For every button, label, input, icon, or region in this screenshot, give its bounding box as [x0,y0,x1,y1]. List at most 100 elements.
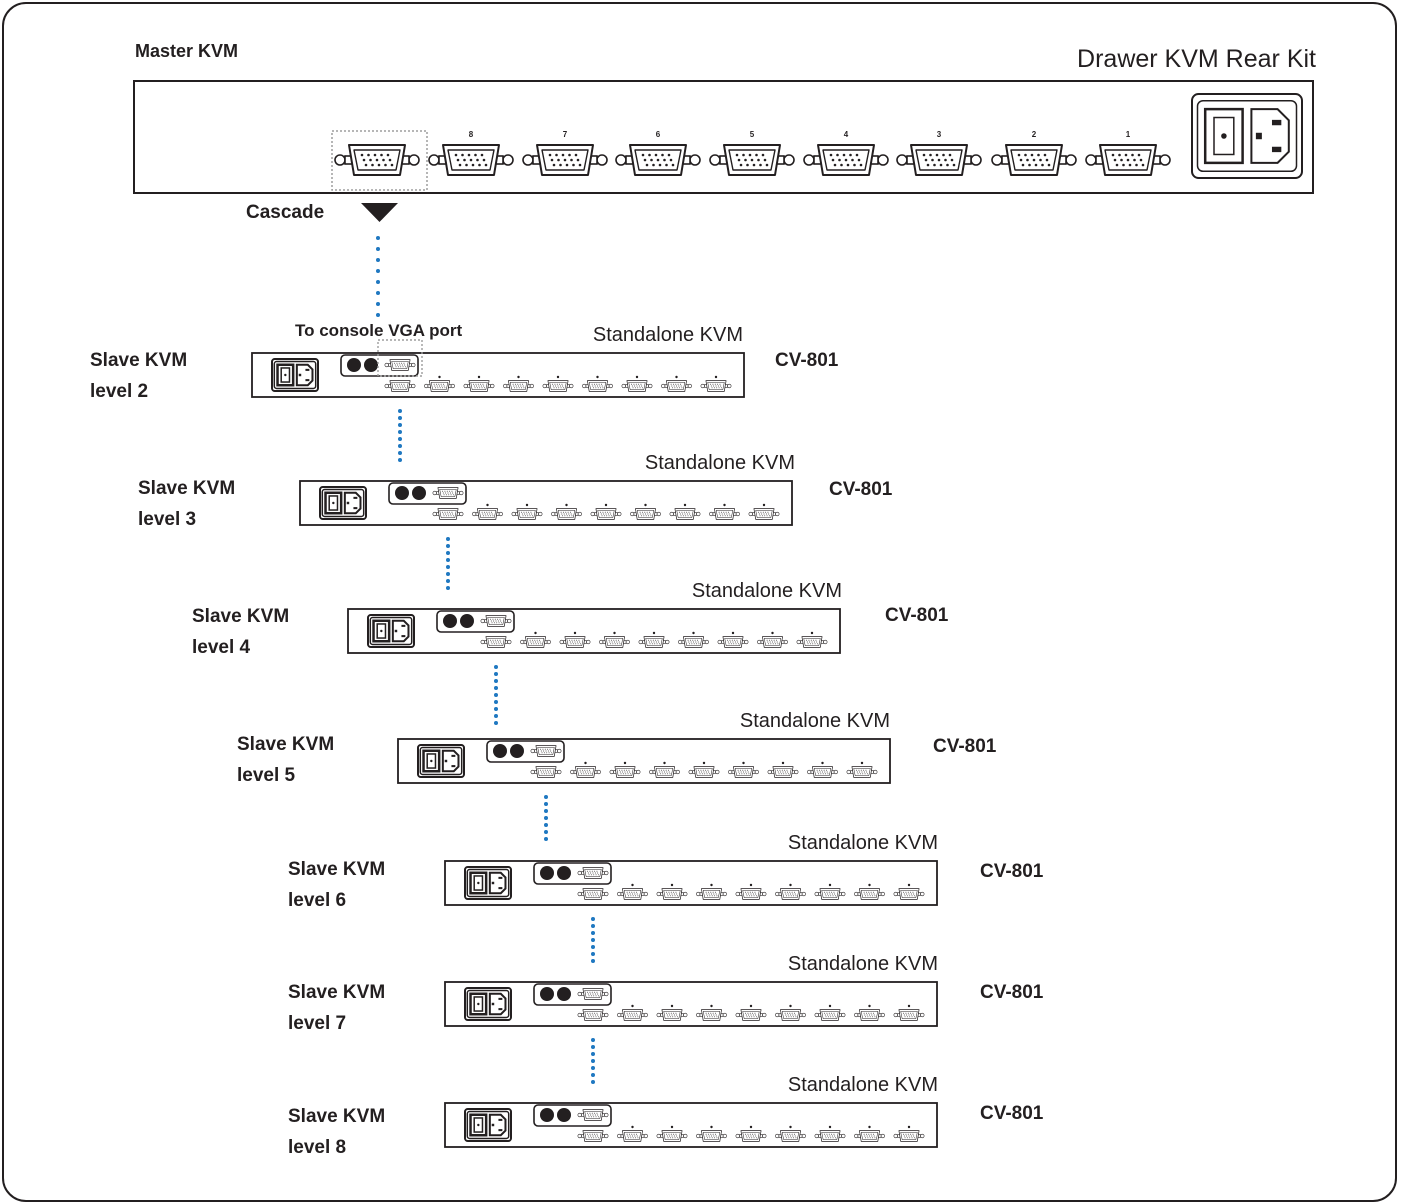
slave-vga-port-icon [796,636,828,648]
kit-title: Drawer KVM Rear Kit [1077,45,1316,73]
ps2-port-icon [347,358,361,372]
slave-vga-port-icon [617,888,648,900]
slave-vga-port-icon [472,508,503,520]
standalone-kvm-label: Standalone KVM [691,580,842,602]
master-vga-port-icon [896,144,982,176]
standalone-kvm-label: Standalone KVM [787,832,938,854]
slave-vga-port-icon [757,636,788,648]
ps2-port-icon [443,614,457,628]
slave-level-label: level 6 [288,890,347,911]
slave-kvm-unit [397,738,891,784]
model-label: CV-801 [980,861,1044,882]
slave-kvm-unit [251,339,745,398]
slave-power-inlet-icon [464,1108,512,1142]
ps2-port-icon [493,744,507,758]
master-port-number: 8 [469,130,474,139]
ps2-port-icon [557,1108,571,1122]
slave-vga-port-icon [617,1130,648,1142]
port-marker [534,631,537,635]
slave-vga-port-icon [669,508,701,520]
slave-vga-port-icon [577,1130,609,1142]
master-port-number: 3 [937,130,942,139]
standalone-kvm-label: Standalone KVM [739,710,890,732]
slave-vga-port-icon [577,888,609,900]
slave-vga-port-icon [599,636,630,648]
port-marker [868,1004,871,1008]
slave-name-label: Slave KVM [192,606,290,627]
port-marker [810,631,814,635]
ps2-port-icon [460,614,474,628]
slave-vga-port-icon [432,508,464,520]
master-kvm-label: Master KVM [135,41,239,61]
port-marker [749,1004,753,1008]
port-marker [749,883,753,887]
port-marker [438,375,441,379]
slave-kvm-unit [444,1102,938,1148]
cascade-dotted-link [544,795,548,841]
slave-vga-port-icon [767,766,799,778]
port-marker [702,761,706,765]
slave-vga-port-icon [748,508,780,520]
model-label: CV-801 [980,1103,1044,1124]
slave-name-label: Slave KVM [138,478,236,499]
slave-vga-port-icon [551,508,582,520]
slave-power-inlet-icon [417,744,465,778]
master-vga-port-icon [991,144,1077,176]
port-marker [565,503,568,507]
slave-vga-port-icon [630,508,661,520]
master-vga-port-icon [428,144,514,176]
slave-vga-port-icon [609,766,641,778]
port-marker [710,1125,713,1129]
master-port-number: 6 [656,130,661,139]
slave-vga-port-icon [814,1009,846,1021]
ps2-port-icon [557,866,571,880]
port-marker [860,761,864,765]
master-port-number: 5 [750,130,755,139]
slave-vga-port-icon [577,1009,609,1021]
port-marker [907,1004,911,1008]
port-marker [675,375,678,379]
port-marker [868,883,871,887]
standalone-kvm-label: Standalone KVM [787,1074,938,1096]
slave-vga-port-icon [696,888,727,900]
slave-vga-port-icon [582,380,613,392]
slave-name-label: Slave KVM [90,350,188,371]
slave-kvm-panel [251,352,745,398]
cascade-arrow-icon [361,203,398,222]
slave-vga-port-icon [530,766,562,778]
port-marker [828,1125,832,1129]
slave-kvm-unit [444,860,938,906]
cascade-dotted-link [494,665,498,725]
master-port-number: 1 [1126,130,1131,139]
console-vga-port-icon [480,615,512,627]
port-marker [821,761,824,765]
model-label: CV-801 [980,982,1044,1003]
slave-vga-port-icon [520,636,551,648]
slave-vga-port-icon [678,636,709,648]
port-marker [789,883,792,887]
master-vga-port-icon [1085,144,1171,176]
slave-vga-port-icon [854,888,885,900]
slave-vga-port-icon [700,380,732,392]
port-marker [723,503,726,507]
slave-kvm-unit [299,480,793,526]
port-marker [692,631,695,635]
port-marker [714,375,718,379]
slave-level-label: level 3 [138,509,197,530]
slave-vga-port-icon [814,888,846,900]
port-marker [683,503,687,507]
slave-name-label: Slave KVM [288,1106,386,1127]
slave-vga-port-icon [814,1130,846,1142]
slave-vga-port-icon [709,508,740,520]
master-power-inlet-icon [1191,93,1303,179]
port-marker [710,1004,713,1008]
port-marker [670,1125,674,1129]
ps2-port-icon [540,866,554,880]
port-marker [663,761,666,765]
master-port-number: 4 [844,130,849,139]
slave-kvm-panel [444,981,938,1027]
port-marker [613,631,616,635]
port-marker [477,375,481,379]
